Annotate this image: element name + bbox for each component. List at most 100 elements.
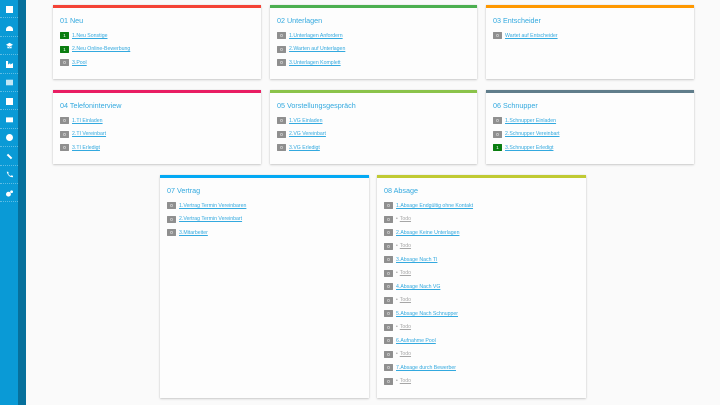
stage-link[interactable]: 3.TI Erledigt (72, 144, 100, 151)
industry-icon (5, 55, 13, 73)
sidebar-item-phone[interactable] (0, 166, 18, 184)
sidebar-item-table[interactable] (0, 92, 18, 111)
count-badge: 0 (277, 117, 286, 125)
stage-link[interactable]: 1.Vertrag Termin Vereinbaren (179, 202, 247, 209)
list-item: 0 1.Vertrag Termin Vereinbaren (167, 199, 362, 213)
list-item: 0 6.Aufnahme Pool (384, 334, 579, 348)
todo-link[interactable]: Todo (399, 324, 412, 331)
count-badge: 0 (384, 377, 393, 385)
stage-link[interactable]: Wartet auf Entscheider (505, 32, 558, 39)
sidebar-item-dashboard[interactable] (0, 18, 18, 37)
link-icon (6, 147, 13, 165)
id-card-icon (5, 73, 13, 91)
bullet-icon: • (396, 351, 398, 358)
list-item: 0 1.VG Einladen (277, 114, 470, 128)
stage-link[interactable]: 2.Warten auf Unterlagen (289, 46, 346, 53)
stage-link[interactable]: 1.VG Einladen (289, 117, 323, 124)
stage-link[interactable]: 1.Schnupper Einladen (505, 117, 557, 124)
stage-link[interactable]: 1.TI Einladen (72, 117, 103, 124)
sidebar-item-contacts[interactable] (0, 74, 18, 92)
todo-link[interactable]: Todo (399, 216, 412, 223)
stage-card-neu: 01 Neu 1 1.Neu Sonstige 1 2.Neu Online-B… (53, 5, 261, 79)
bullet-icon: • (396, 297, 398, 304)
list-item: 0 2.TI Vereinbart (60, 128, 254, 142)
count-badge: 0 (384, 296, 393, 304)
todo-link[interactable]: Todo (399, 243, 412, 250)
bullet-icon: • (396, 243, 398, 250)
stage-link[interactable]: 2.Vertrag Termin Vereinbart (179, 216, 243, 223)
list-item: 0 2.Absage Keine Unterlagen (384, 226, 579, 240)
count-badge: 0 (384, 364, 393, 372)
stage-link[interactable]: 1.Absage Endgültig ohne Kontakt (396, 202, 474, 209)
stage-link[interactable]: 2.Absage Keine Unterlagen (396, 229, 460, 236)
stage-link[interactable]: 3.Unterlagen Komplett (289, 59, 341, 66)
count-badge: 0 (277, 45, 286, 53)
count-badge: 0 (384, 350, 393, 358)
stage-link[interactable]: 2.Neu Online-Bewerbung (72, 46, 131, 53)
count-badge: 0 (384, 323, 393, 331)
bullet-icon: • (396, 324, 398, 331)
list-item: 0 1.Unterlagen Anfordern (277, 29, 470, 43)
count-badge: 0 (384, 256, 393, 264)
sidebar (0, 0, 18, 405)
count-badge: 0 (167, 202, 176, 210)
todo-link[interactable]: Todo (399, 351, 412, 358)
sidebar-item-reports[interactable] (0, 129, 18, 148)
list-item: 0 3.Unterlagen Komplett (277, 56, 470, 70)
sidebar-item-links[interactable] (0, 147, 18, 166)
count-badge: 0 (493, 130, 502, 138)
sidebar-item-education[interactable] (0, 36, 18, 56)
count-badge: 0 (277, 130, 286, 138)
card-title: 04 Telefoninterview (60, 101, 122, 110)
list-item: 0 3.VG Erledigt (277, 141, 470, 155)
stage-card-vertrag: 07 Vertrag 0 1.Vertrag Termin Vereinbare… (160, 175, 369, 398)
list-item: 0 2.Vertrag Termin Vereinbart (167, 213, 362, 227)
stage-link[interactable]: 2.VG Vereinbart (289, 131, 326, 138)
sidebar-collapse-strip (18, 0, 26, 405)
list-item: 0 2.VG Vereinbart (277, 128, 470, 142)
stage-link[interactable]: 7.Absage durch Bewerber (396, 364, 456, 371)
list-item: 0 2.Schnupper Vereinbart (493, 128, 687, 142)
stage-link[interactable]: 2.TI Vereinbart (72, 131, 107, 138)
bullet-icon: • (396, 270, 398, 277)
sidebar-item-settings[interactable] (0, 184, 18, 203)
stage-link[interactable]: 3.VG Erledigt (289, 144, 320, 151)
stage-link[interactable]: 3.Schnupper Erledigt (505, 144, 554, 151)
sidebar-item-industry[interactable] (0, 55, 18, 74)
stage-link[interactable]: 4.Absage Nach VG (396, 283, 441, 290)
list-item: 0 1.TI Einladen (60, 114, 254, 128)
stage-link[interactable]: 1.Unterlagen Anfordern (289, 32, 343, 39)
stage-link[interactable]: 3.Mitarbeiter (179, 229, 208, 236)
stage-link[interactable]: 3.Absage Nach TI (396, 256, 438, 263)
count-badge: 0 (493, 32, 502, 40)
graduation-cap-icon (5, 36, 13, 54)
sidebar-item-grid[interactable] (0, 0, 18, 19)
stage-link[interactable]: 1.Neu Sonstige (72, 32, 108, 39)
count-badge: 0 (384, 202, 393, 210)
todo-item: 0 • Todo (384, 213, 579, 227)
list-item: 0 1.Schnupper Einladen (493, 114, 687, 128)
bullet-icon: • (396, 378, 398, 385)
stage-link[interactable]: 2.Schnupper Vereinbart (505, 131, 560, 138)
phone-icon (6, 165, 13, 183)
stage-card-vorstellungsgespraech: 05 Vorstellungsgespräch 0 1.VG Einladen … (270, 90, 477, 164)
todo-item: 0 • Todo (384, 240, 579, 254)
stage-link[interactable]: 6.Aufnahme Pool (396, 337, 436, 344)
todo-item: 0 • Todo (384, 348, 579, 362)
count-badge: 1 (60, 32, 69, 40)
todo-item: 0 • Todo (384, 321, 579, 335)
list-item: 0 4.Absage Nach VG (384, 280, 579, 294)
sidebar-item-mail[interactable] (0, 110, 18, 129)
count-badge: 0 (493, 117, 502, 125)
stage-link[interactable]: 5.Absage Nach Schnupper (396, 310, 459, 317)
count-badge: 0 (60, 117, 69, 125)
count-badge: 0 (384, 215, 393, 223)
stage-link[interactable]: 3.Pool (72, 59, 87, 66)
todo-link[interactable]: Todo (399, 270, 412, 277)
list-item: 1 3.Schnupper Erledigt (493, 141, 687, 155)
count-badge: 0 (384, 229, 393, 237)
card-title: 05 Vorstellungsgespräch (277, 101, 356, 110)
todo-link[interactable]: Todo (399, 297, 412, 304)
card-title: 03 Entscheider (493, 16, 541, 25)
todo-link[interactable]: Todo (399, 378, 412, 385)
